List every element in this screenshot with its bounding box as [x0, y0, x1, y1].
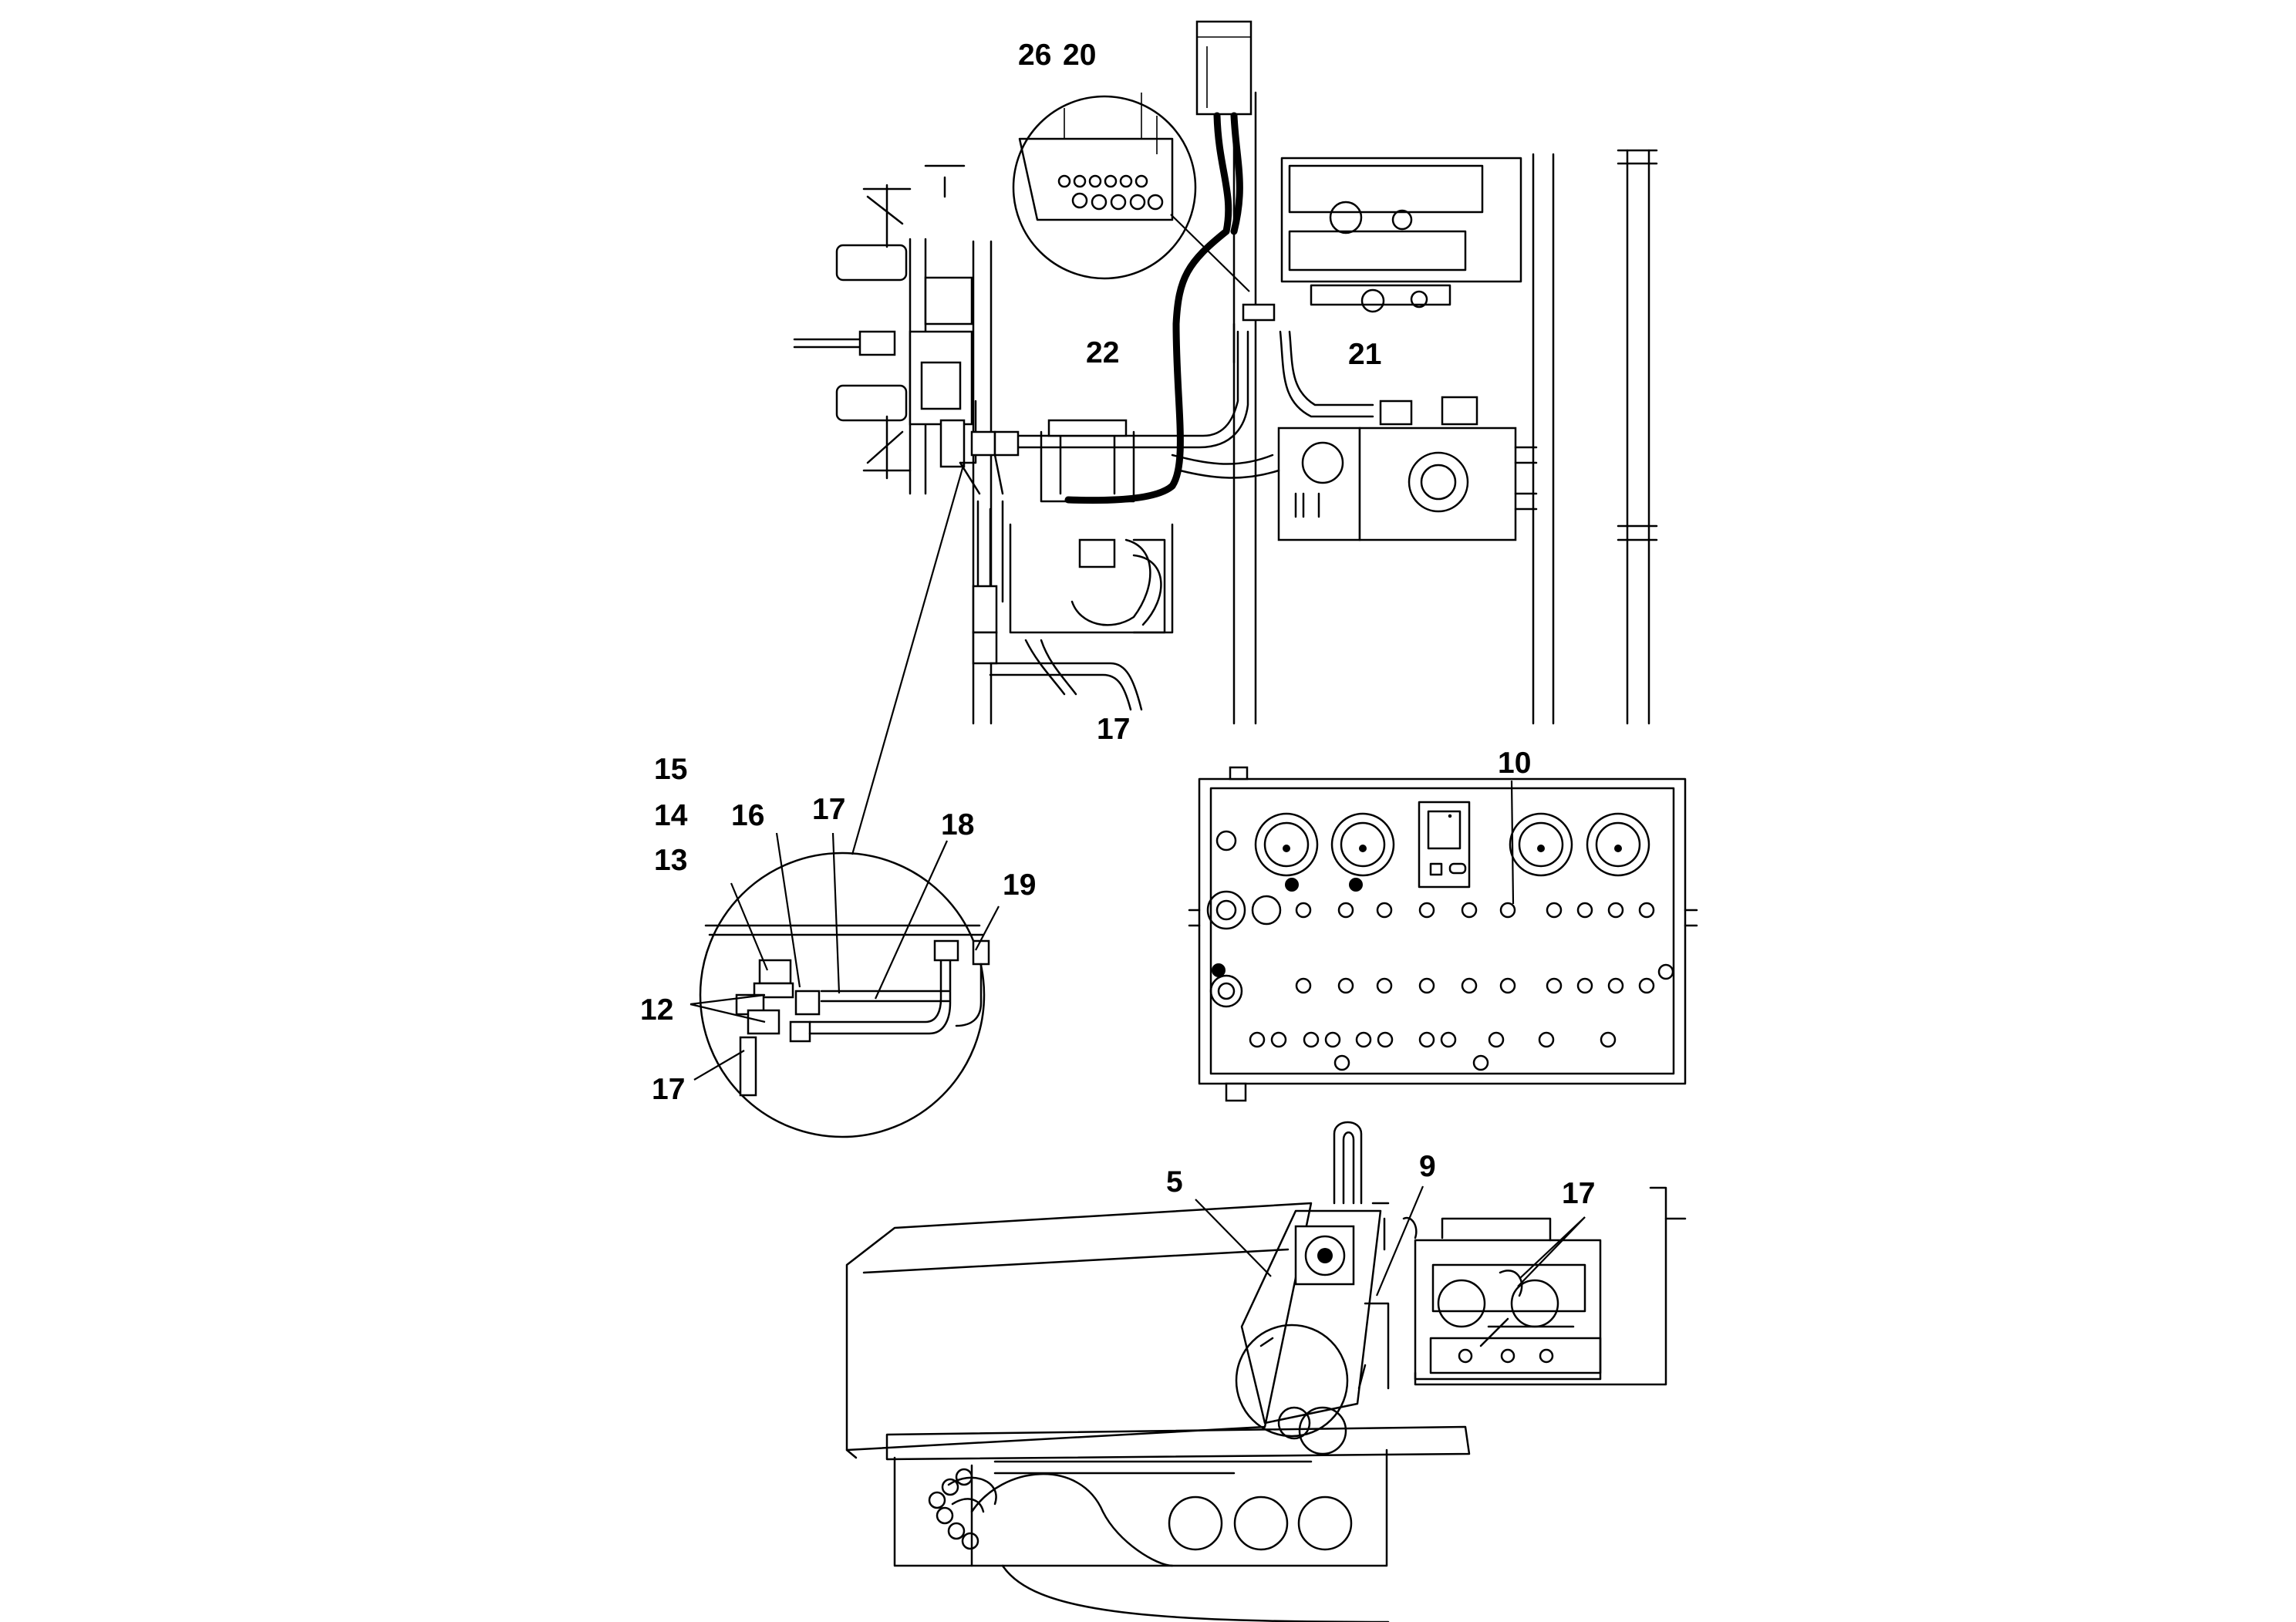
callout-17-bottom: 17: [1562, 1177, 1595, 1210]
callout-26: 26: [1018, 39, 1051, 72]
bottom-screed-assembly: [845, 1121, 1687, 1622]
callout-14: 14: [654, 799, 688, 832]
control-panel: [1188, 766, 1698, 1102]
callout-12: 12: [640, 993, 673, 1027]
detail-panel-dots: [1057, 174, 1164, 211]
panel-gauges: [1254, 812, 1650, 877]
callout-17-lower: 17: [652, 1073, 685, 1106]
callout-labels: 26 20 22 21 17 10 15 14 13 16 17 18 19 1…: [640, 39, 1595, 1210]
callout-15: 15: [654, 753, 687, 786]
top-hydraulic-assembly: [793, 20, 1658, 855]
callout-21: 21: [1348, 338, 1381, 371]
callout-22: 22: [1086, 336, 1119, 369]
callout-5: 5: [1166, 1165, 1183, 1199]
callout-13: 13: [654, 844, 687, 877]
callout-20: 20: [1063, 39, 1096, 72]
callout-10: 10: [1498, 747, 1531, 780]
callout-9: 9: [1419, 1150, 1436, 1183]
fitting-detail-circle: [689, 832, 1000, 1138]
callout-16: 16: [731, 799, 764, 832]
callout-18: 18: [941, 808, 974, 841]
callout-17-detail: 17: [812, 793, 845, 826]
callout-17-top: 17: [1097, 713, 1130, 746]
panel-switches: [1249, 814, 1674, 1071]
chain-links: [928, 1468, 979, 1550]
callout-19: 19: [1003, 868, 1036, 902]
